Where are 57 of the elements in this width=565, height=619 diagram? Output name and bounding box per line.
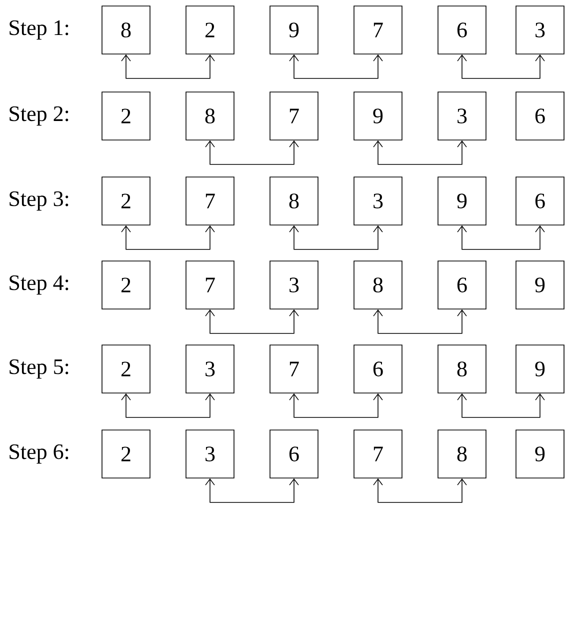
number-box: 6 [438, 6, 486, 54]
number-box: 7 [270, 92, 318, 140]
step-label: Step 6: [10, 444, 68, 464]
number-box: 3 [516, 6, 564, 54]
number-box: 6 [354, 344, 402, 394]
number-box: 3 [438, 92, 486, 140]
number-box: 9 [270, 6, 318, 54]
swap-arrow [373, 140, 467, 165]
swap-arrow [289, 54, 383, 79]
step-label: Step 3: [10, 191, 68, 211]
swap-arrow [373, 478, 467, 503]
number-box: 7 [270, 344, 318, 394]
step-label: Step 2: [10, 106, 68, 126]
number-box: 9 [516, 344, 564, 394]
number-box: 9 [438, 176, 486, 226]
number-box: 8 [186, 92, 234, 140]
swap-arrow [457, 225, 545, 250]
number-box: 8 [270, 176, 318, 226]
swap-arrow [205, 309, 299, 334]
number-box: 8 [354, 260, 402, 310]
number-box: 6 [438, 260, 486, 310]
number-box: 9 [516, 260, 564, 310]
swap-arrow [373, 309, 467, 334]
swap-arrow [121, 393, 215, 418]
number-box: 2 [102, 430, 150, 478]
number-box: 7 [354, 430, 402, 478]
number-box: 8 [438, 344, 486, 394]
swap-arrow [457, 54, 545, 79]
number-box: 2 [186, 6, 234, 54]
number-box: 7 [186, 176, 234, 226]
swap-arrow [205, 478, 299, 503]
number-box: 3 [186, 430, 234, 478]
number-box: 7 [354, 6, 402, 54]
number-box: 9 [516, 430, 564, 478]
number-box: 6 [516, 92, 564, 140]
number-box: 2 [102, 92, 150, 140]
swap-arrow [289, 393, 383, 418]
number-box: 2 [102, 260, 150, 310]
swap-arrow [121, 54, 215, 79]
step-label: Step 1: [10, 20, 68, 40]
number-box: 2 [102, 344, 150, 394]
step-label: Step 5: [10, 359, 68, 379]
number-box: 3 [270, 260, 318, 310]
step-label: Step 4: [10, 275, 68, 295]
number-box: 7 [186, 260, 234, 310]
number-box: 2 [102, 176, 150, 226]
number-box: 3 [186, 344, 234, 394]
swap-arrow [121, 225, 215, 250]
number-box: 8 [102, 6, 150, 54]
number-box: 6 [516, 176, 564, 226]
swap-arrow [457, 393, 545, 418]
number-box: 6 [270, 430, 318, 478]
swap-arrow [289, 225, 383, 250]
number-box: 9 [354, 92, 402, 140]
number-box: 8 [438, 430, 486, 478]
number-box: 3 [354, 176, 402, 226]
swap-arrow [205, 140, 299, 165]
